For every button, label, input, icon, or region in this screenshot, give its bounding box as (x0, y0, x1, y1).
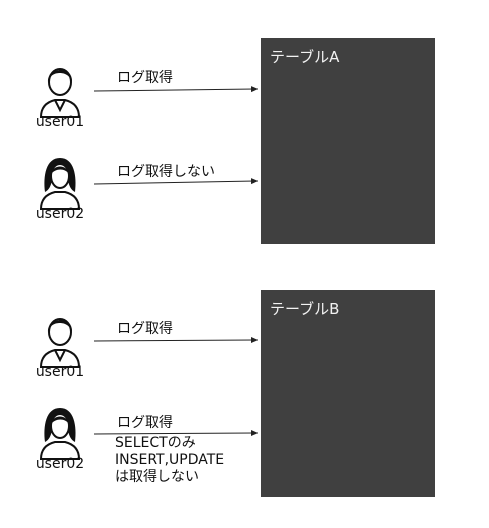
user-a-user01: user01 (30, 60, 90, 129)
female-user-icon (39, 158, 81, 210)
table-a-title: テーブルA (270, 48, 340, 66)
table-a-box: テーブルA (261, 38, 435, 244)
user-a-user01-name: user01 (35, 114, 85, 130)
label-b-user01: ログ取得 (117, 321, 173, 337)
label-a-user01: ログ取得 (117, 70, 173, 86)
male-user-icon (39, 68, 81, 118)
arrow-b-user01 (93, 337, 259, 344)
note-b-user02: SELECTのみ INSERT,UPDATE は取得しない (115, 435, 224, 486)
label-a-user02: ログ取得しない (117, 164, 215, 180)
table-b-box: テーブルB (261, 290, 435, 497)
user-b-user01-name: user01 (35, 364, 85, 380)
note-line-2: INSERT,UPDATE (115, 452, 225, 468)
user-b-user02-name: user02 (35, 456, 85, 472)
arrow-a-user02 (93, 178, 259, 185)
arrow-b-user02 (93, 430, 259, 437)
user-a-user02-name: user02 (35, 206, 85, 222)
table-b-title: テーブルB (270, 300, 340, 318)
male-user-icon (39, 318, 81, 368)
label-b-user02: ログ取得 (117, 415, 173, 431)
user-b-user01: user01 (30, 310, 90, 379)
user-a-user02: user02 (30, 152, 90, 221)
female-user-icon (39, 408, 81, 460)
note-line-1: SELECTのみ (115, 435, 196, 451)
user-b-user02: user02 (30, 402, 90, 471)
note-line-3: は取得しない (115, 469, 199, 485)
arrow-a-user01 (93, 86, 259, 93)
